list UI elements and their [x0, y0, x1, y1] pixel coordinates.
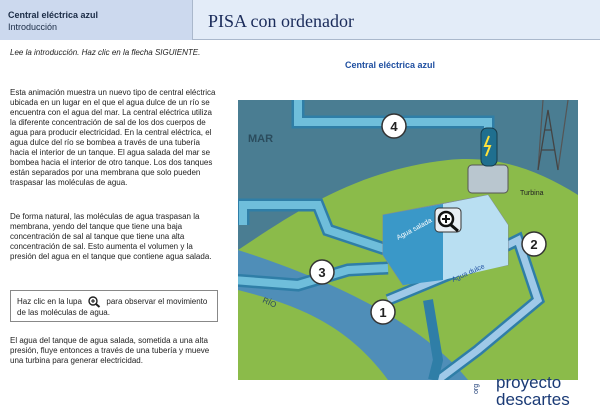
turbine-label: Turbina: [520, 190, 544, 197]
header-bar: Central eléctrica azul Introducción PISA…: [0, 0, 600, 40]
section-name: Introducción: [8, 22, 58, 32]
lightning-icon: [483, 135, 492, 157]
power-line-2: [557, 100, 569, 171]
marker-1-text: 1: [379, 305, 386, 320]
header-section-panel: Central eléctrica azul Introducción: [0, 0, 193, 40]
pipe-river-intake: [423, 299, 444, 380]
hint-text-before: Haz clic en la lupa: [17, 297, 82, 307]
marker-2-text: 2: [530, 237, 537, 252]
marker-3: 3: [309, 259, 335, 285]
app-name: Central eléctrica azul: [8, 10, 99, 20]
magnifier-button[interactable]: [437, 210, 459, 233]
magnifier-hint-box: Haz clic en la lupa para observar el mov…: [10, 290, 218, 322]
hint-text-after: para observar el movimiento de las moléc…: [17, 297, 208, 317]
marker-3-text: 3: [318, 265, 325, 280]
sea-label: MAR: [248, 133, 273, 145]
intro-paragraph-1: Esta animación muestra un nuevo tipo de …: [10, 88, 216, 187]
marker-2: 2: [521, 231, 547, 257]
power-line: [537, 100, 544, 171]
turbine-housing: [467, 164, 509, 194]
page-title: PISA con ordenador: [208, 11, 354, 31]
logo-line-1: proyecto: [496, 373, 562, 392]
salt-water-tank: [383, 204, 443, 285]
magnifier-icon: [88, 296, 101, 308]
logo-line-2: descartes: [496, 390, 570, 409]
intro-paragraph-3: El agua del tanque de agua salada, somet…: [10, 336, 210, 365]
pipe-sea-to-tank-inner: [239, 201, 390, 254]
power-plant-diagram: MAR RÍO Turbina Agua salada Agua dulce 1…: [238, 100, 578, 380]
proyecto-descartes-logo: org proyecto descartes: [473, 373, 598, 410]
instruction-text: Lee la introducción. Haz clic en la flec…: [10, 48, 201, 57]
logo-org-text: org: [473, 383, 480, 394]
intro-paragraph-2: De forma natural, las moléculas de agua …: [10, 212, 212, 261]
marker-1: 1: [370, 299, 396, 325]
diagram-title: Central eléctrica azul: [344, 60, 436, 70]
marker-4: 4: [381, 113, 407, 139]
marker-4-text: 4: [390, 119, 398, 134]
pylon-icon: [537, 109, 559, 171]
